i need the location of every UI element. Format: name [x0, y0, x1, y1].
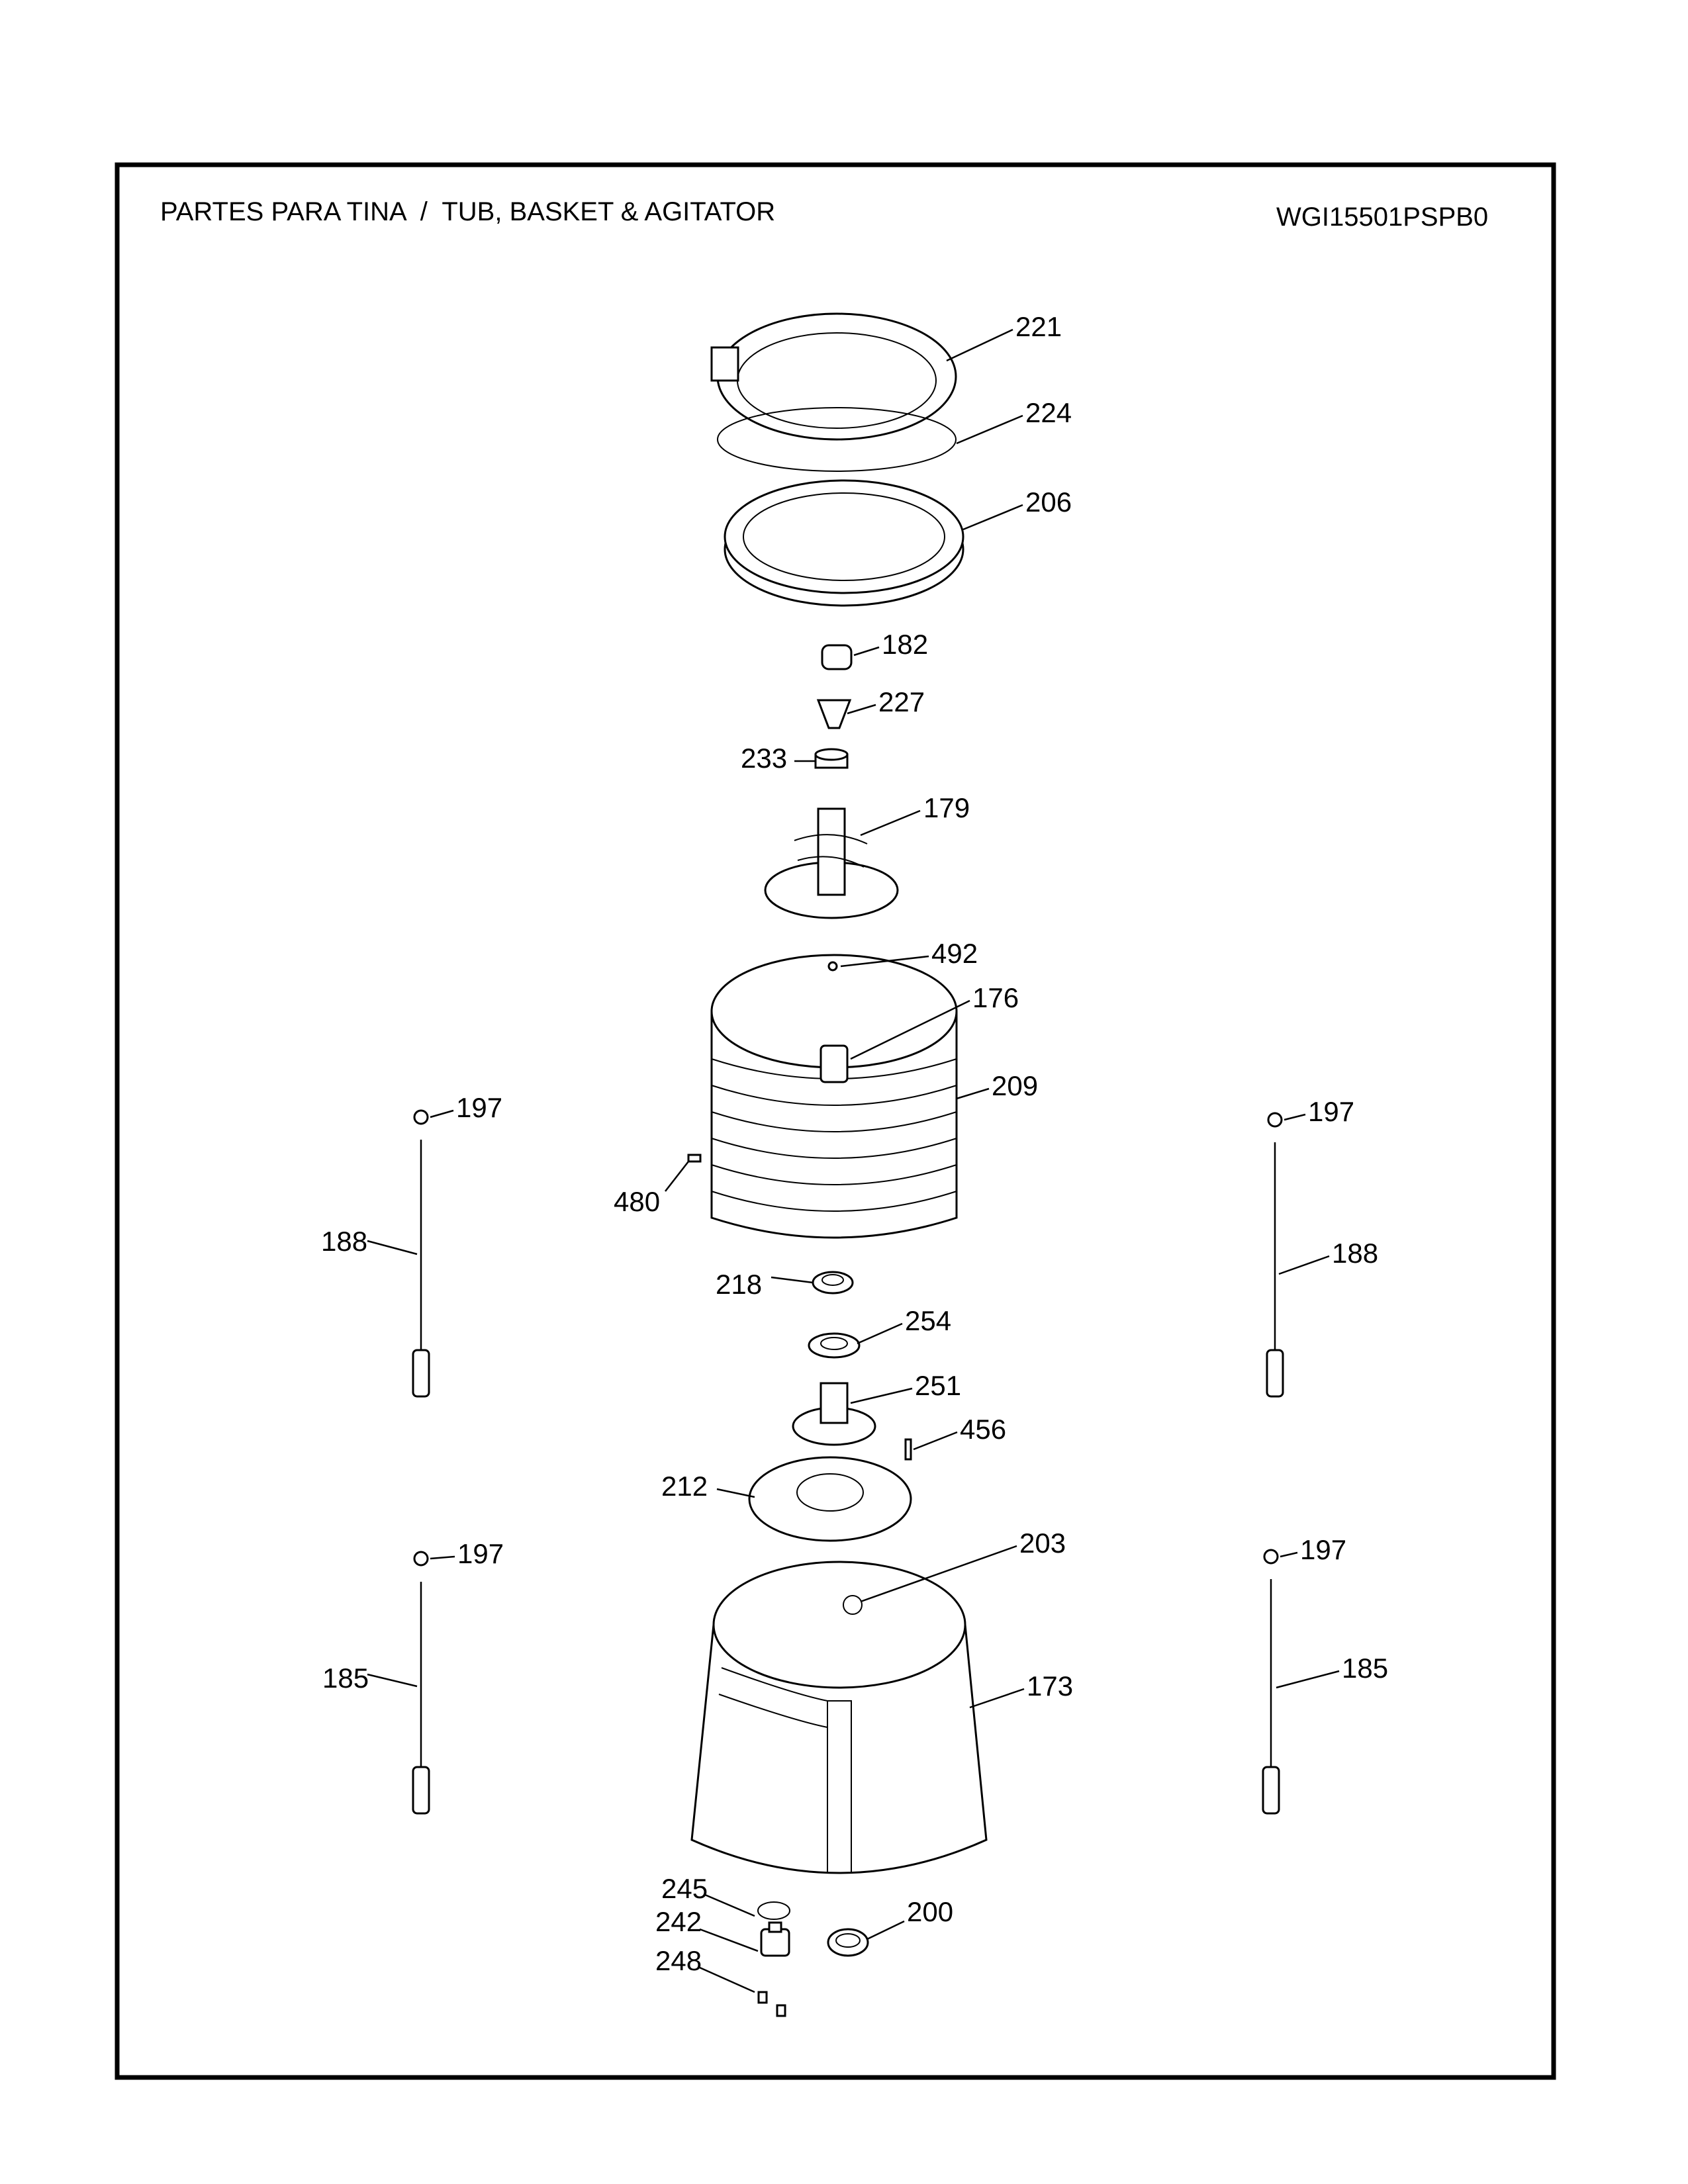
- clips: [757, 1991, 786, 2017]
- callout-197: 197: [1308, 1096, 1354, 1127]
- outer-tub: [690, 1561, 988, 1874]
- callout-456: 456: [960, 1414, 1006, 1445]
- callout-206: 206: [1025, 486, 1072, 518]
- callout-233: 233: [741, 743, 787, 774]
- leader-lines: [367, 328, 1340, 1993]
- part-callouts: 221 224 206 182 227 233 179 492 176 209 …: [321, 311, 1388, 1976]
- callout-245: 245: [661, 1873, 708, 1904]
- callout-248: 248: [655, 1945, 702, 1976]
- spanner-nut: [812, 1271, 854, 1295]
- agitator-bushing: [814, 748, 849, 769]
- callout-221: 221: [1015, 311, 1062, 342]
- callout-254: 254: [905, 1305, 951, 1336]
- mounting-plate: [748, 1456, 912, 1542]
- callout-218: 218: [716, 1269, 762, 1300]
- hub-flange: [792, 1382, 876, 1446]
- spline-ring: [808, 1332, 861, 1359]
- callout-227: 227: [878, 686, 925, 717]
- agitator-cone: [816, 699, 852, 729]
- callout-197: 197: [457, 1538, 504, 1569]
- suspension-rods: [412, 1109, 1284, 1815]
- callout-480: 480: [614, 1186, 660, 1217]
- callout-251: 251: [915, 1370, 961, 1401]
- callout-209: 209: [992, 1070, 1038, 1101]
- callout-182: 182: [882, 629, 928, 660]
- callout-197: 197: [456, 1092, 502, 1123]
- hub: [820, 1044, 849, 1083]
- wash-basket: [687, 954, 958, 1239]
- callout-176: 176: [972, 982, 1019, 1013]
- diagram-frame: [115, 162, 1556, 2080]
- callout-492: 492: [931, 938, 978, 969]
- callout-212: 212: [661, 1471, 708, 1502]
- callout-188: 188: [321, 1226, 367, 1257]
- callout-173: 173: [1027, 1670, 1073, 1702]
- callout-200: 200: [907, 1896, 953, 1927]
- agitator-cap: [821, 644, 853, 670]
- drain-plug: [760, 1921, 790, 1957]
- tub-seal: [827, 1928, 869, 1957]
- tub-cover-ring: [710, 312, 957, 441]
- callout-185: 185: [322, 1662, 369, 1694]
- model-number: WGI15501PSPB0: [1276, 203, 1488, 232]
- callout-224: 224: [1025, 397, 1072, 428]
- agitator: [764, 807, 899, 919]
- diagram-title: PARTES PARA TINA / TUB, BASKET & AGITATO…: [160, 197, 775, 226]
- tub-cover-gasket: [717, 407, 957, 472]
- callout-179: 179: [923, 792, 970, 823]
- callout-203: 203: [1019, 1527, 1066, 1559]
- screw: [904, 1438, 912, 1461]
- callout-197: 197: [1300, 1534, 1346, 1565]
- o-ring: [757, 1901, 790, 1920]
- callout-188: 188: [1332, 1238, 1378, 1269]
- callout-185: 185: [1342, 1653, 1388, 1684]
- callout-242: 242: [655, 1906, 702, 1937]
- balance-ring: [724, 479, 964, 607]
